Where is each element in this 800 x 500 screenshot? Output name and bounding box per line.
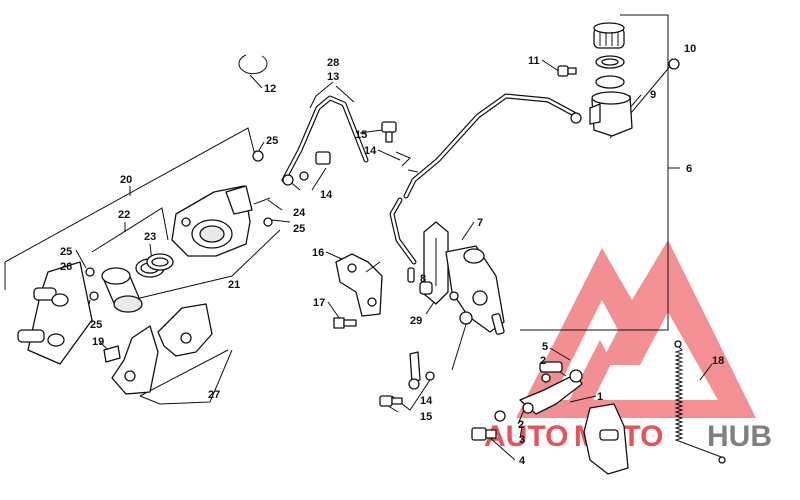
caliper-body [171,185,271,257]
hose-clip [395,151,419,173]
caliper-assembly [17,150,273,395]
callout-25c: 25 [60,246,72,258]
master-cylinder [423,221,505,335]
callout-18: 18 [712,355,724,367]
callout-22: 22 [118,209,130,221]
washer-10 [668,58,680,70]
brake-hose-caliper [281,95,369,186]
callout-25d: 25 [90,319,102,331]
callout-21: 21 [228,279,240,291]
brake-hose-reservoir [389,93,582,265]
master-cylinder-bracket [335,253,383,317]
return-spring [674,340,726,464]
callout-5: 5 [542,341,548,353]
callout-11: 11 [528,55,540,67]
watermark-wordmark: AUTO MOTO HUB [484,420,772,453]
brake-pads [111,303,213,395]
callout-10: 10 [684,43,696,55]
watermark-text-auto: AUTO [484,420,568,453]
callout-19: 19 [92,336,104,348]
callout-25b: 25 [293,223,305,235]
callout-23: 23 [144,231,156,243]
leader-lines [4,14,713,461]
callout-26: 26 [60,261,72,273]
callout-17: 17 [313,297,325,309]
brake-pedal-linkage [519,369,629,475]
callout-7: 7 [477,217,483,229]
callout-14c: 14 [420,395,433,407]
clevis-pin [539,361,563,383]
pin-8 [407,267,459,301]
callout-3: 3 [519,434,525,446]
callout-8: 8 [420,273,426,285]
callout-6: 6 [686,163,692,175]
callout-4: 4 [519,455,526,467]
callout-20: 20 [120,174,132,186]
watermark-text-hub: HUB [707,420,772,453]
caliper-washers [85,150,273,363]
watermark-logo [516,240,756,418]
callout-9: 9 [650,89,656,101]
banjo-bolt-upper [315,121,397,165]
callout-25a: 25 [266,135,278,147]
callout-27: 27 [208,389,220,401]
callout-15a: 15 [355,129,367,141]
bolt-4 [471,410,506,441]
bolt-11 [557,65,577,77]
callout-15b: 15 [420,411,432,423]
callout-29: 29 [410,315,422,327]
banjo-bolt-lower [379,351,435,407]
callout-28: 28 [327,57,339,69]
callout-16: 16 [312,247,324,259]
retaining-ring [238,54,268,75]
caliper-bracket [17,261,93,365]
callout-14b: 14 [364,145,377,157]
callout-2b: 2 [518,419,524,431]
bolt-17 [333,317,357,329]
piston-seals [135,253,174,278]
callout-12: 12 [264,83,276,95]
callout-13: 13 [327,71,339,83]
callout-labels: 1 2 2 3 4 5 6 7 8 9 10 11 12 13 14 14 14… [60,43,724,467]
fluid-reservoir [589,22,633,137]
callout-14a: 14 [320,189,333,201]
caliper-piston [101,267,143,313]
callout-2a: 2 [540,355,546,367]
callout-24: 24 [293,207,306,219]
callout-1: 1 [597,391,603,403]
